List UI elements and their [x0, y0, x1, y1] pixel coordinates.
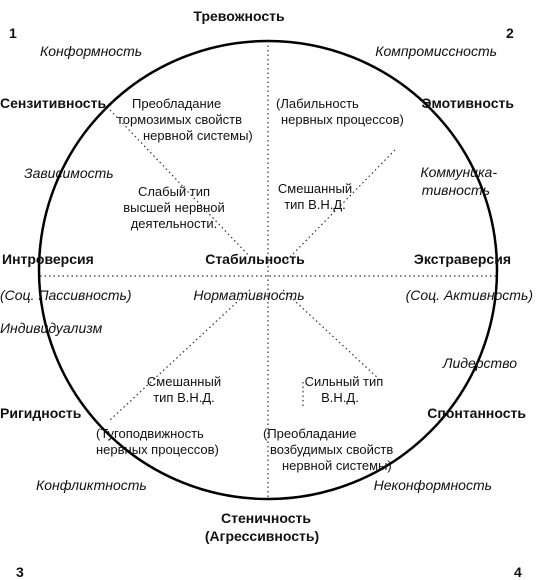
rigidity-label: Ригидность [0, 405, 82, 421]
social-activity-label: (Соц. Активность) [406, 287, 533, 303]
nonconformity-label: Неконформность [374, 477, 492, 493]
diagonal-line-se [282, 289, 381, 381]
center-label: Стабильность [205, 251, 305, 267]
social-passivity-label: (Соц. Пассивность) [0, 287, 132, 303]
compromise-label: Компромиссность [375, 43, 497, 59]
corner-number-4: 4 [514, 564, 522, 580]
conflict-label: Конфликтность [36, 477, 147, 493]
strong-type-line1: Сильный тип [305, 374, 384, 389]
mixed-type-upper-line1: Смешанный [278, 181, 352, 196]
mixed-type-lower-line2: тип В.Н.Д. [153, 390, 215, 405]
weak-type-line3: деятельности. [131, 216, 218, 231]
excitatory-note-line3: нервной системы) [282, 458, 392, 473]
conformity-label: Конформность [40, 43, 142, 59]
axis-top-label: Тревожность [193, 8, 285, 24]
center-sublabel: Нормативность [193, 287, 304, 303]
lability-note-line1: (Лабильность [276, 96, 359, 111]
communicativeness-label-line1: Коммуника- [420, 164, 497, 180]
corner-number-2: 2 [506, 25, 514, 41]
individualism-label: Индивидуализм [0, 320, 103, 336]
weak-type-line2: высшей нервной [123, 200, 225, 215]
inhibitory-note-line2: тормозимых свойств [117, 112, 242, 127]
excitatory-note-line2: возбудимых свойств [270, 442, 393, 457]
inhibitory-note-line3: нервной системы) [143, 128, 253, 143]
corner-number-1: 1 [9, 25, 17, 41]
corner-number-3: 3 [16, 564, 24, 580]
spontaneity-label: Спонтанность [427, 405, 526, 421]
sensitivity-label: Сензитивность [0, 95, 106, 111]
diagonal-line-sw [109, 289, 251, 421]
rigidity-note-line1: (Тугоподвижность [96, 426, 204, 441]
emotivity-label: Эмотивность [422, 95, 515, 111]
mixed-type-lower-line1: Смешанный [147, 374, 221, 389]
diagonal-line-ne [284, 149, 396, 263]
mixed-type-upper-line2: тип В.Н.Д. [284, 197, 346, 212]
dependence-label: Зависимость [24, 165, 114, 181]
strong-type-line2: В.Н.Д. [321, 390, 359, 405]
axis-left-label: Интроверсия [2, 251, 94, 267]
axis-right-label: Экстраверсия [414, 251, 511, 267]
lability-note-line2: нервных процессов) [281, 112, 404, 127]
inhibitory-note-line1: Преобладание [132, 96, 221, 111]
axis-bottom-label: Стеничность [221, 510, 311, 526]
communicativeness-label-line2: тивность [422, 182, 490, 198]
leadership-label: Лидерство [442, 355, 517, 371]
rigidity-note-line2: нервных процессов) [96, 442, 219, 457]
weak-type-line1: Слабый тип [138, 184, 210, 199]
axis-bottom-sublabel: (Агрессивность) [205, 528, 319, 544]
excitatory-note-line1: (Преобладание [263, 426, 357, 441]
